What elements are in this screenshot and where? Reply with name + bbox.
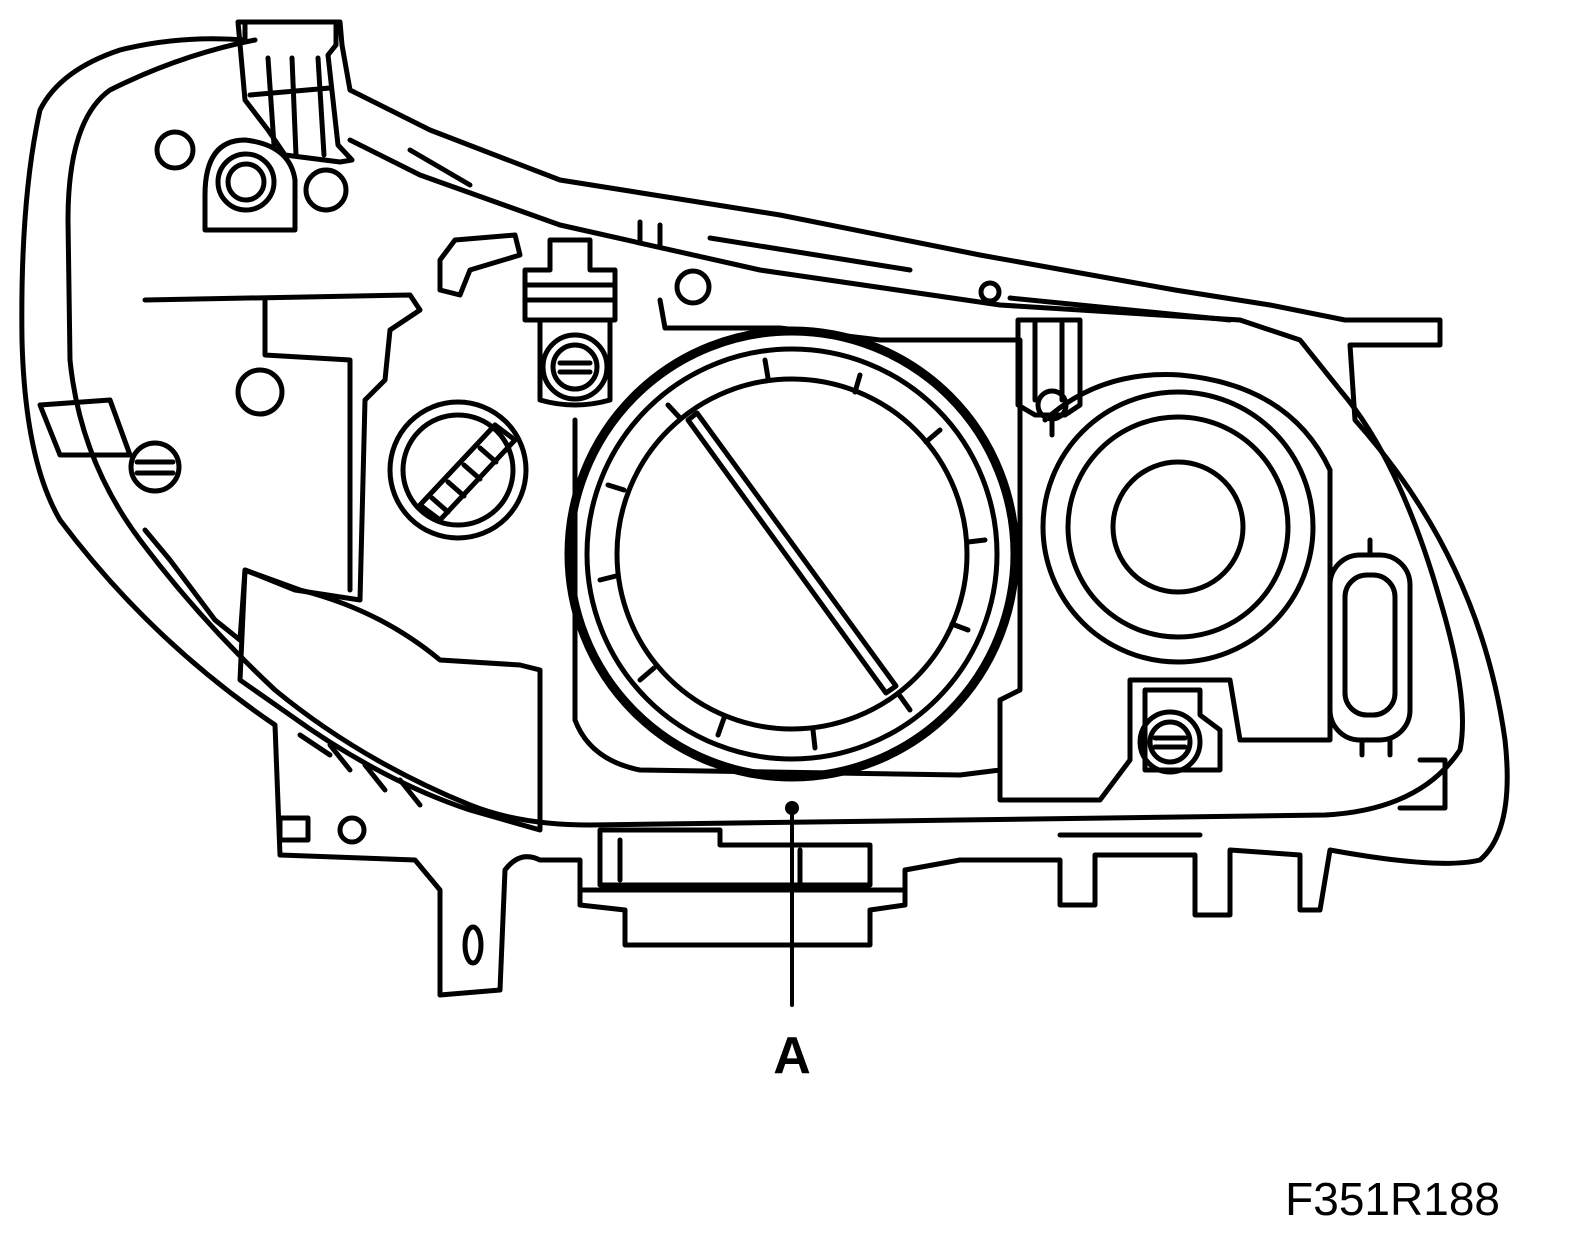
headlamp-cover-outer-rim <box>584 346 1000 762</box>
left-bulb-cap-inner <box>400 412 516 528</box>
bottom-connector-box <box>597 827 873 888</box>
flap-rib-4 <box>397 777 423 808</box>
projector-middle-ring <box>1065 414 1291 640</box>
projector-lens <box>1110 459 1246 595</box>
grip-rib-1 <box>429 495 451 515</box>
main-reflector-panel <box>572 297 1023 778</box>
upper-adjuster-screw-outer <box>540 332 610 402</box>
upper-adjuster-screw-inner <box>550 342 600 392</box>
left-body-panel <box>142 292 423 643</box>
right-lower-bracket <box>1397 757 1448 811</box>
tab-rib-2 <box>289 55 299 158</box>
flap-rib-3 <box>362 762 388 793</box>
cover-handle-bar <box>685 410 899 696</box>
right-small-hole-top <box>978 280 1002 304</box>
side-socket-outer <box>1327 552 1413 743</box>
bottom-left-hole <box>337 815 367 845</box>
top-mount-tab <box>235 19 355 165</box>
right-adjuster-screw-inner <box>1147 719 1193 765</box>
projector-housing <box>997 372 1333 803</box>
cover-tabs <box>597 357 988 751</box>
flap-rib-2 <box>327 742 353 773</box>
left-strap <box>37 397 133 458</box>
upper-connector-mount <box>537 317 613 408</box>
top-mount-bolt-inner <box>225 161 267 203</box>
tab-rib-3 <box>315 55 327 158</box>
bottom-mount-slot <box>462 924 484 966</box>
left-bulb-cap-outer <box>387 399 529 541</box>
callout-a-label: A <box>773 1027 811 1085</box>
upper-rail-2 <box>1007 295 1233 323</box>
grip-rib-3 <box>461 462 483 482</box>
small-hole-top <box>303 167 349 213</box>
top-mount-boss <box>202 137 298 233</box>
headlamp-cover-seal-ring <box>564 326 1020 782</box>
upper-rail-1 <box>707 235 913 273</box>
flap-rib-1 <box>297 732 333 758</box>
figure-id: F351R188 <box>1285 1173 1500 1225</box>
housing-inner-border <box>65 37 1465 828</box>
headlamp-cover-inner-rim <box>614 376 970 732</box>
left-adjuster-screw <box>128 440 182 494</box>
left-bulb-cap-grip <box>417 422 518 523</box>
left-small-circle <box>235 367 285 417</box>
side-socket-inner <box>1342 572 1398 718</box>
tab-rib-1 <box>265 55 277 148</box>
tab-cross-rib <box>247 85 333 98</box>
right-adjuster-screw-outer <box>1137 709 1203 775</box>
upper-connector-housing <box>522 237 618 323</box>
projector-outer-ring <box>1040 389 1316 665</box>
left-body-inner <box>262 297 353 593</box>
bottom-left-slot <box>277 815 311 843</box>
upper-vent-bracket <box>437 232 523 298</box>
grip-rib-4 <box>477 445 499 465</box>
housing-outer-outline <box>19 19 1510 998</box>
small-hole-left-top <box>154 129 196 171</box>
top-mount-bolt-outer <box>215 151 277 213</box>
upper-rail-3 <box>407 147 473 188</box>
grip-rib-2 <box>445 479 467 499</box>
upper-small-hole <box>674 268 712 306</box>
right-lower-adjuster-mount <box>1142 687 1223 773</box>
bottom-left-flap <box>237 567 543 833</box>
